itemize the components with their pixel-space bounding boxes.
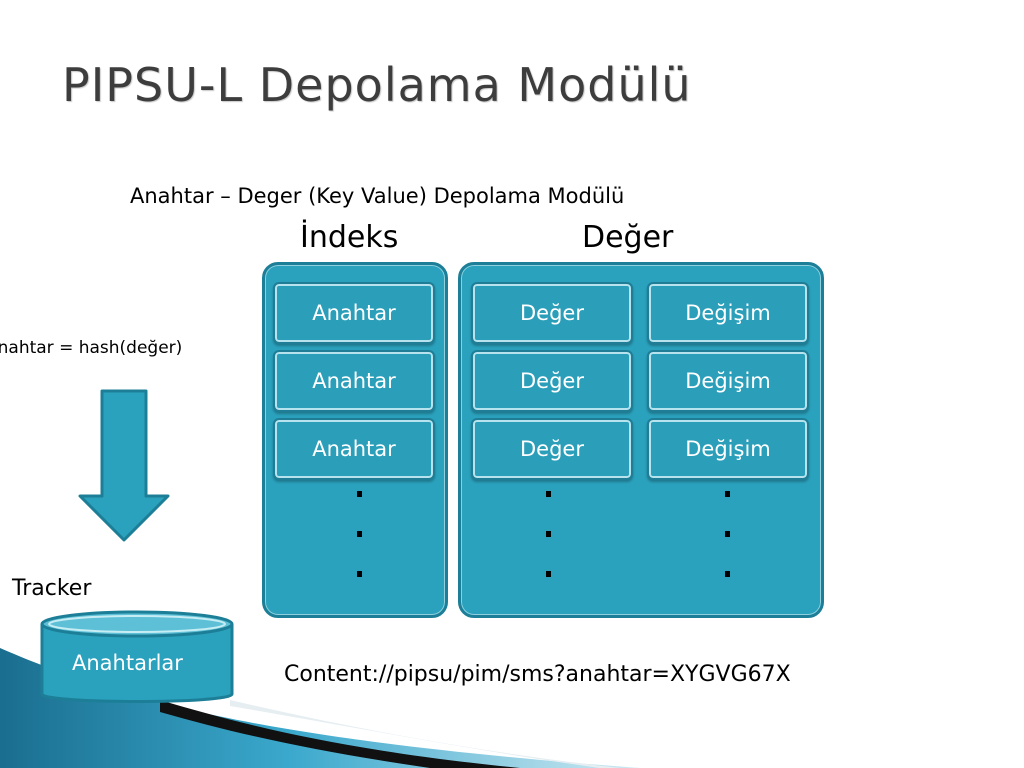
slide-subtitle: Anahtar – Deger (Key Value) Depolama Mod… [130,184,625,208]
ellipsis-dot [357,531,362,537]
index-cell: Anahtar [273,350,435,412]
ellipsis-dot [546,571,551,577]
hash-formula: Anahtar = hash(değer) [0,338,183,358]
ellipsis-dot [357,491,362,497]
value-panel: Değer Değişim Değer Değişim Değer Değişi… [458,262,824,618]
value-cell: Değer [471,350,633,412]
ellipsis-dot [725,531,730,537]
value-header: Değer [582,220,674,255]
ellipsis-dot [546,531,551,537]
down-arrow-icon [78,389,170,542]
content-uri: Content://pipsu/pim/sms?anahtar=XYGVG67X [284,662,791,687]
index-header: İndeks [300,220,399,255]
index-cell: Anahtar [273,418,435,480]
tracker-label: Tracker [12,576,92,601]
change-cell: Değişim [647,418,809,480]
ellipsis-dot [546,491,551,497]
database-icon [40,610,234,703]
index-panel: Anahtar Anahtar Anahtar [262,262,448,618]
slide-title: PIPSU-L Depolama Modülü [62,58,692,112]
value-cell: Değer [471,282,633,344]
database-label: Anahtarlar [72,651,183,675]
index-cell: Anahtar [273,282,435,344]
ellipsis-dot [357,571,362,577]
change-cell: Değişim [647,350,809,412]
ellipsis-dot [725,491,730,497]
change-cell: Değişim [647,282,809,344]
value-cell: Değer [471,418,633,480]
ellipsis-dot [725,571,730,577]
background-swoosh [0,648,640,768]
